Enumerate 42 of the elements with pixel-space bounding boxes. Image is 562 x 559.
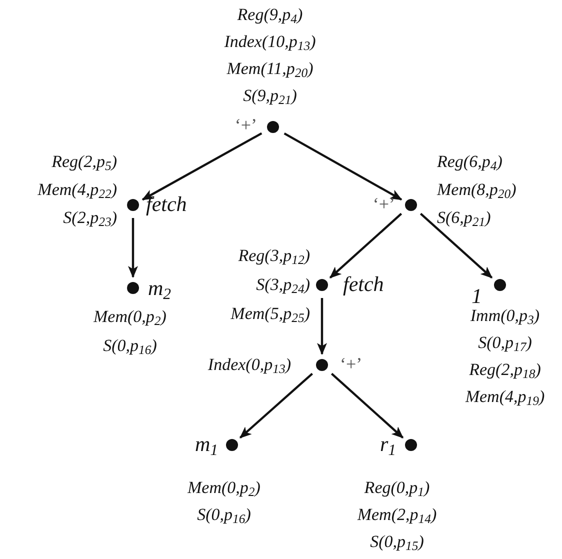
- operator-label: r$_{1}$: [380, 432, 396, 456]
- operator-label: ‘+’: [234, 114, 257, 136]
- arrow: [284, 132, 402, 201]
- cost-annotation: Reg(9,p$_{4}$): [237, 4, 303, 28]
- cost-annotation: Reg(2,p$_{18}$): [469, 359, 541, 383]
- cost-annotation: Index(10,p$_{13}$): [224, 31, 316, 55]
- cost-annotation: S(0,p$_{16}$): [197, 504, 251, 528]
- cost-annotation: S(6,p$_{21}$): [437, 207, 491, 232]
- operator-label: ‘+’: [372, 193, 395, 215]
- cost-annotation: Mem(4,p$_{22}$): [38, 179, 117, 204]
- cost-annotation: Mem(4,p$_{19}$): [465, 386, 545, 410]
- cost-annotation: S(3,p$_{24}$): [256, 274, 310, 298]
- cost-annotation: S(2,p$_{23}$): [63, 207, 117, 232]
- cost-annotation: S(9,p$_{21}$): [243, 85, 297, 109]
- cost-annotation: Imm(0,p$_{3}$): [470, 305, 540, 329]
- cost-annotation: Mem(5,p$_{25}$): [230, 303, 310, 328]
- arrow: [317, 298, 327, 355]
- cost-annotation: S(0,p$_{16}$): [103, 335, 157, 360]
- arrow: [142, 132, 262, 201]
- cost-annotation: S(0,p$_{17}$): [478, 332, 532, 356]
- arrow: [329, 212, 402, 278]
- operator-label: m$_{1}$: [194, 432, 218, 456]
- operator-label: fetch: [343, 272, 384, 296]
- operator-label: fetch: [146, 192, 187, 216]
- arrow: [330, 372, 404, 438]
- arrow: [239, 372, 314, 439]
- cost-annotation: Mem(0,p$_{2}$): [188, 477, 260, 501]
- cost-annotation: Mem(0,p$_{2}$): [94, 306, 166, 330]
- cost-annotation: Reg(2,p$_{5}$): [52, 151, 117, 176]
- arrow: [128, 218, 138, 278]
- cost-annotation: Mem(2,p$_{14}$): [357, 504, 437, 528]
- operator-label: 1: [472, 284, 482, 308]
- operator-label: ‘+’: [340, 353, 362, 375]
- arrow: [420, 212, 493, 278]
- operator-label: m$_{2}$: [148, 276, 172, 300]
- cost-annotation: Mem(11,p$_{20}$): [226, 58, 314, 82]
- cost-annotation: S(0,p$_{15}$): [370, 531, 424, 555]
- cost-annotation: Index(0,p$_{13}$): [208, 354, 291, 378]
- cost-annotation: Reg(0,p$_{1}$): [364, 477, 430, 501]
- cost-annotation: Reg(6,p$_{4}$): [437, 151, 502, 176]
- cost-annotation: Reg(3,p$_{12}$): [238, 245, 310, 270]
- cost-annotation: Mem(8,p$_{20}$): [437, 179, 516, 204]
